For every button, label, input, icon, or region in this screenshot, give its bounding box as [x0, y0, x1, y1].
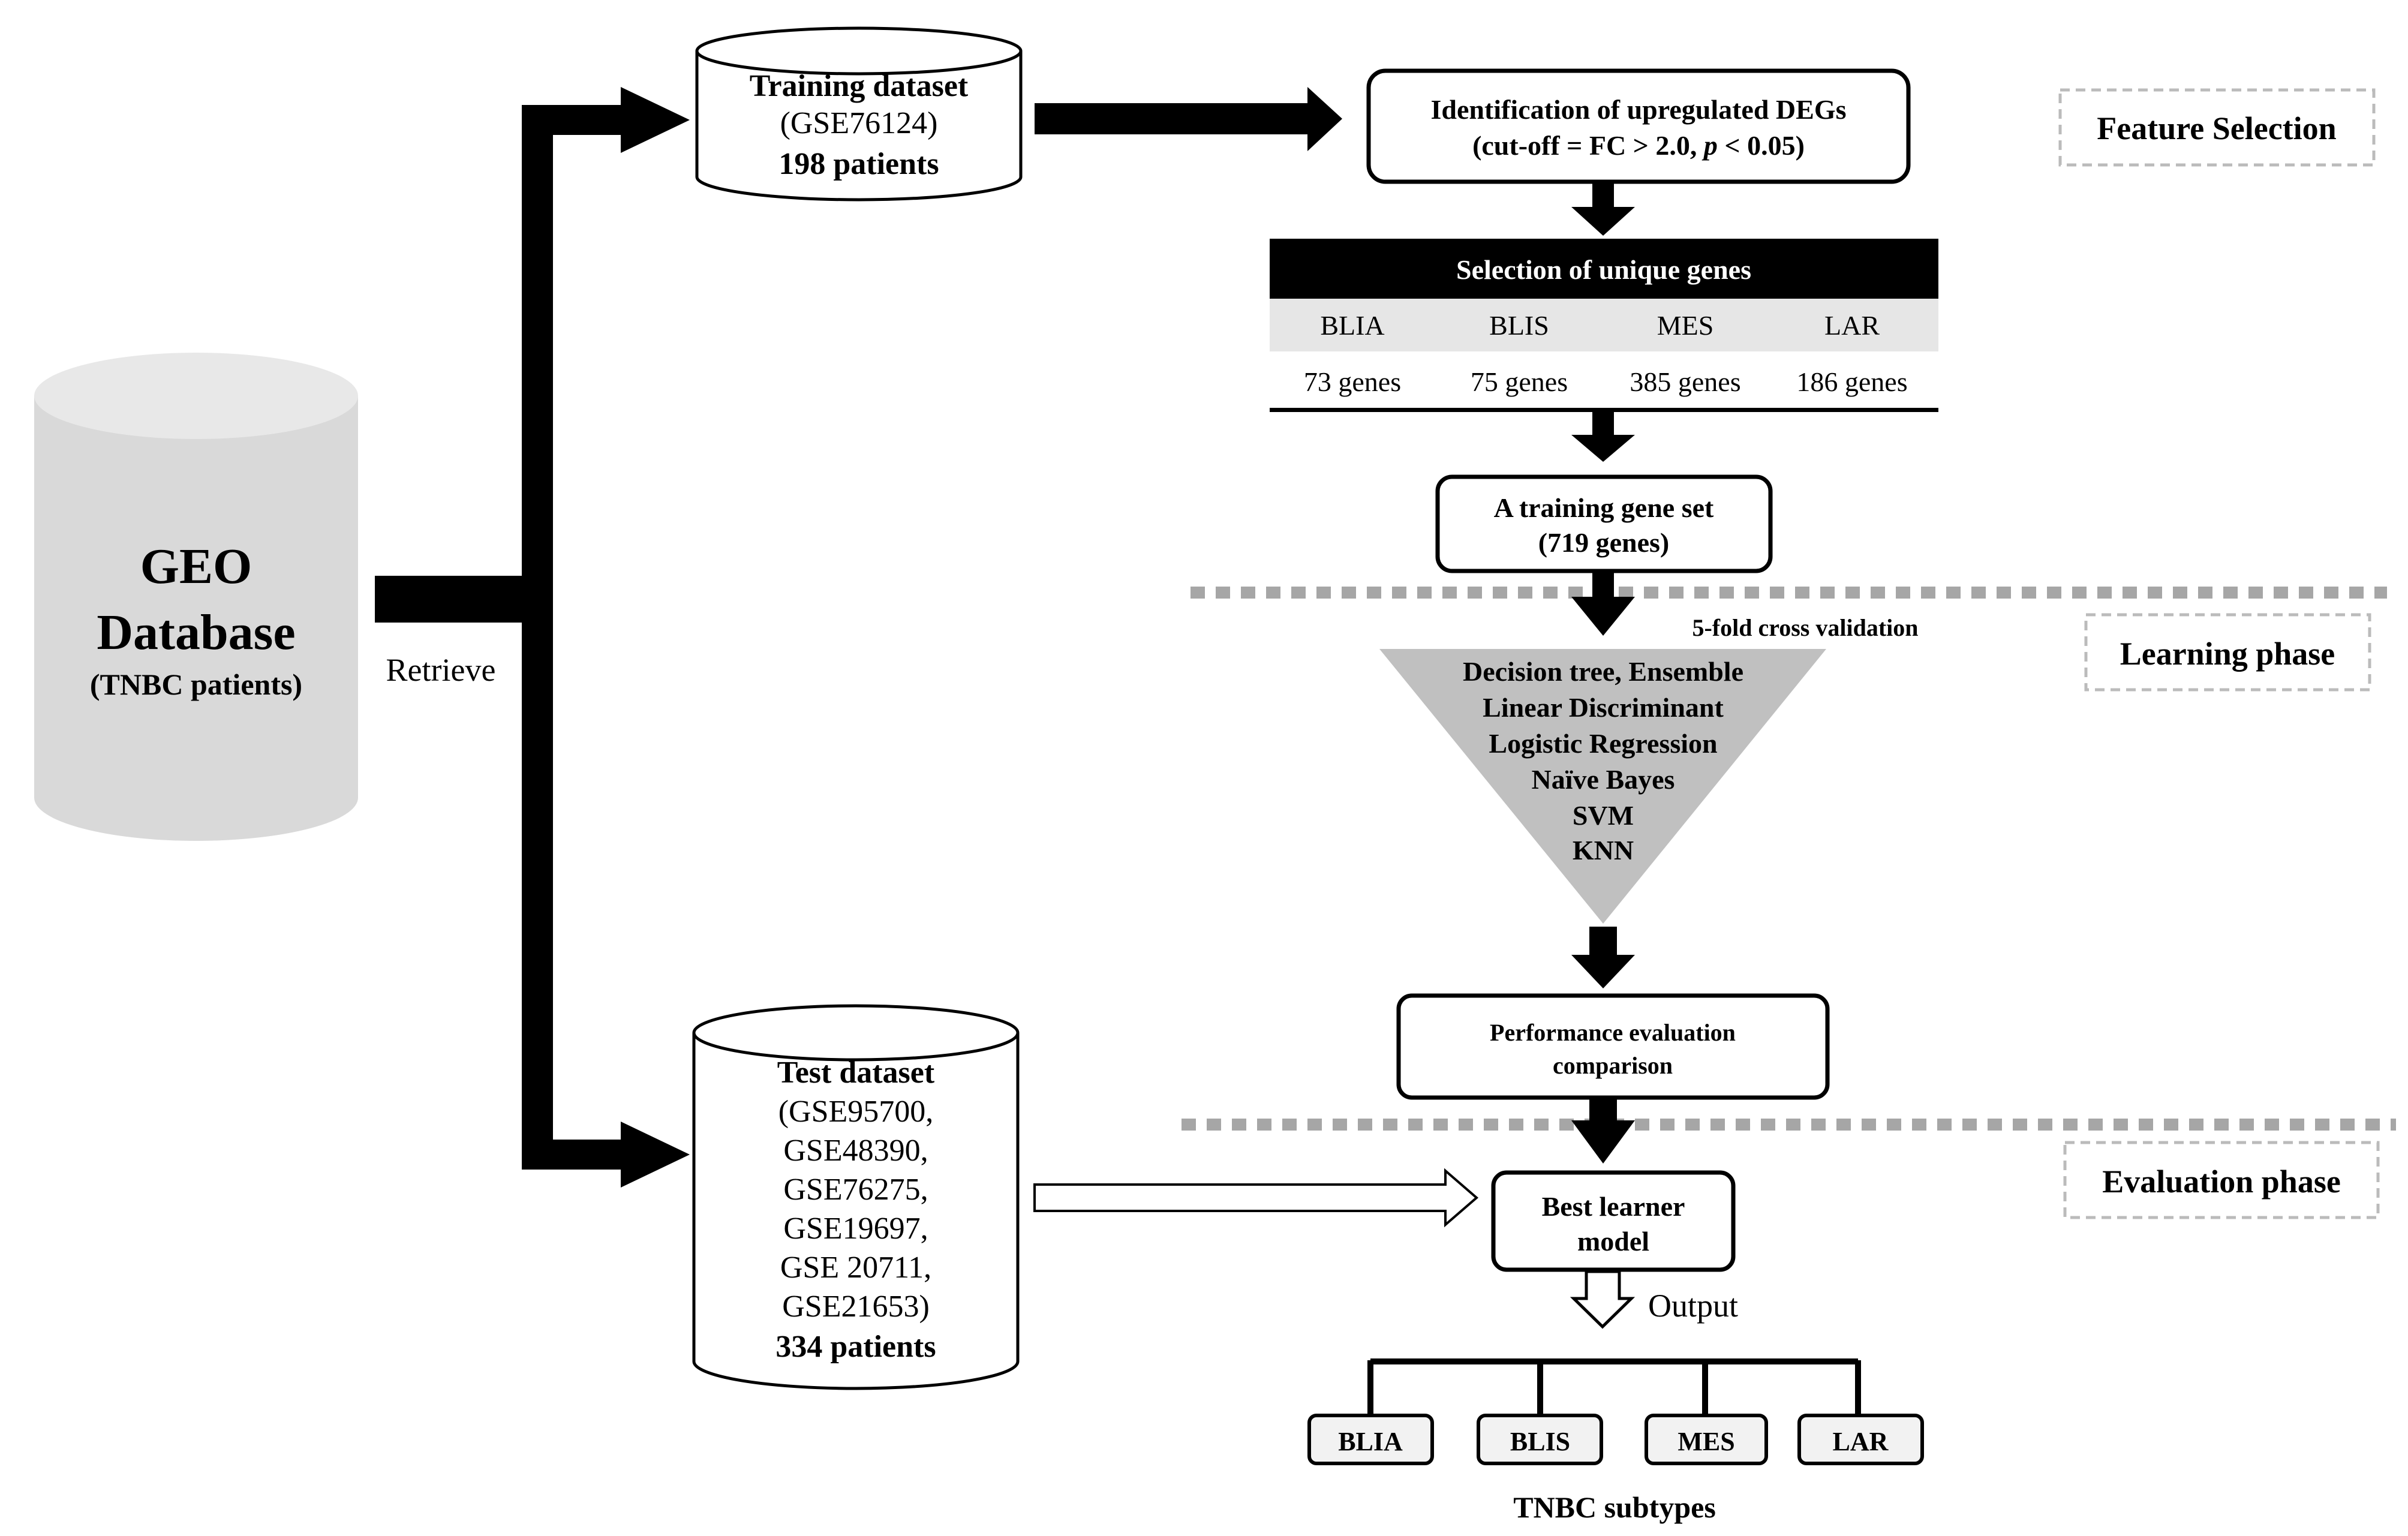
phase-label-learning: Learning phase — [2084, 613, 2371, 692]
test-dataset-cylinder: Test dataset (GSE95700, GSE48390, GSE762… — [692, 1004, 1020, 1390]
learner-naive-bayes: Naïve Bayes — [1532, 764, 1675, 795]
training-gene-set-count: (719 genes) — [1538, 527, 1669, 558]
learner-svm: SVM — [1573, 800, 1634, 831]
best-learner-title: Best learner — [1542, 1191, 1685, 1222]
svg-text:Feature Selection: Feature Selection — [2097, 110, 2336, 146]
svg-text:Learning phase: Learning phase — [2120, 636, 2335, 672]
geo-patients: (TNBC patients) — [90, 668, 302, 701]
unique-genes-header-bg — [1270, 239, 1938, 299]
arrow-learners-to-performance — [1571, 927, 1635, 988]
output-box-blis: BLIS — [1477, 1414, 1603, 1465]
svg-text:Evaluation phase: Evaluation phase — [2102, 1164, 2341, 1200]
arrow-deg-to-unique — [1571, 183, 1635, 236]
training-dataset-patients: 198 patients — [778, 147, 939, 181]
test-dataset-id-6: GSE21653) — [782, 1289, 930, 1324]
geo-title: GEO — [140, 539, 252, 594]
arrow-test-to-best-learner — [1033, 1168, 1479, 1228]
training-dataset-cylinder: Training dataset (GSE76124) 198 patients — [695, 26, 1023, 202]
subtype-label-blis: BLIS — [1489, 310, 1549, 341]
phase-label-feature-selection: Feature Selection — [2058, 88, 2376, 167]
output-box-blia: BLIA — [1307, 1414, 1434, 1465]
learner-decision-tree-ensemble: Decision tree, Ensemble — [1463, 656, 1743, 687]
output-label-blia: BLIA — [1338, 1427, 1403, 1456]
cross-validation-label: 5-fold cross validation — [1692, 614, 1918, 641]
performance-evaluation-box: Performance evaluation comparison — [1396, 993, 1830, 1100]
deg-title: Identification of upregulated DEGs — [1430, 94, 1846, 125]
learner-knn: KNN — [1573, 835, 1634, 865]
test-dataset-id-3: GSE76275, — [783, 1173, 928, 1207]
training-gene-set-box: A training gene set (719 genes) — [1435, 474, 1773, 573]
performance-evaluation-subtitle: comparison — [1553, 1052, 1673, 1079]
performance-evaluation-title: Performance evaluation — [1490, 1019, 1736, 1046]
deg-identification-box: Identification of upregulated DEGs (cut-… — [1366, 68, 1911, 184]
test-dataset-title: Test dataset — [777, 1056, 935, 1090]
geo-database-cylinder: GEO Database (TNBC patients) — [34, 353, 358, 841]
test-dataset-id-4: GSE19697, — [783, 1212, 928, 1246]
subtype-label-blia: BLIA — [1320, 310, 1384, 341]
training-gene-set-title: A training gene set — [1494, 492, 1714, 523]
learners-funnel: Decision tree, Ensemble Linear Discrimin… — [1379, 649, 1826, 924]
deg-cutoff: (cut-off = FC > 2.0, p < 0.05) — [1472, 130, 1805, 161]
unique-genes-subtype-row — [1270, 299, 1938, 351]
gene-count-lar: 186 genes — [1796, 366, 1907, 397]
subtype-label-lar: LAR — [1824, 310, 1880, 341]
gene-count-blia: 73 genes — [1304, 366, 1401, 397]
arrow-unique-to-training-set — [1571, 412, 1635, 462]
learner-linear-discriminant: Linear Discriminant — [1483, 692, 1724, 723]
output-label-blis: BLIS — [1510, 1427, 1570, 1456]
gene-count-blis: 75 genes — [1471, 366, 1568, 397]
training-dataset-id: (GSE76124) — [780, 106, 938, 140]
arrow-training-to-deg — [1035, 87, 1342, 151]
unique-genes-header: Selection of unique genes — [1456, 254, 1751, 285]
test-dataset-id-5: GSE 20711, — [780, 1251, 931, 1285]
arrow-training-set-to-learners — [1571, 573, 1635, 636]
test-dataset-id-1: (GSE95700, — [778, 1095, 934, 1129]
unique-genes-bottom-rule — [1270, 408, 1938, 412]
geo-subtitle: Database — [97, 605, 295, 660]
gene-count-mes: 385 genes — [1630, 366, 1740, 397]
test-dataset-id-2: GSE48390, — [783, 1134, 928, 1168]
test-dataset-patients: 334 patients — [775, 1330, 936, 1364]
retrieve-arrows — [375, 87, 690, 1188]
tnbc-subtypes-caption: TNBC subtypes — [1513, 1490, 1716, 1524]
output-label: Output — [1648, 1288, 1738, 1324]
retrieve-label: Retrieve — [386, 652, 496, 688]
subtype-label-mes: MES — [1657, 310, 1714, 341]
training-dataset-title: Training dataset — [750, 69, 969, 103]
output-box-lar: LAR — [1797, 1414, 1924, 1465]
best-learner-box: Best learner model — [1491, 1170, 1736, 1272]
unique-genes-table: Selection of unique genes BLIA BLIS MES … — [1270, 239, 1938, 412]
output-bracket — [1367, 1358, 1861, 1415]
output-box-mes: MES — [1645, 1414, 1768, 1465]
output-label-lar: LAR — [1833, 1427, 1889, 1456]
output-arrow — [1570, 1270, 1636, 1329]
best-learner-subtitle: model — [1577, 1226, 1649, 1257]
arrow-performance-to-best-learner — [1571, 1099, 1635, 1164]
output-label-mes: MES — [1678, 1427, 1734, 1456]
learner-logistic-regression: Logistic Regression — [1489, 728, 1717, 759]
phase-label-evaluation: Evaluation phase — [2063, 1141, 2380, 1219]
